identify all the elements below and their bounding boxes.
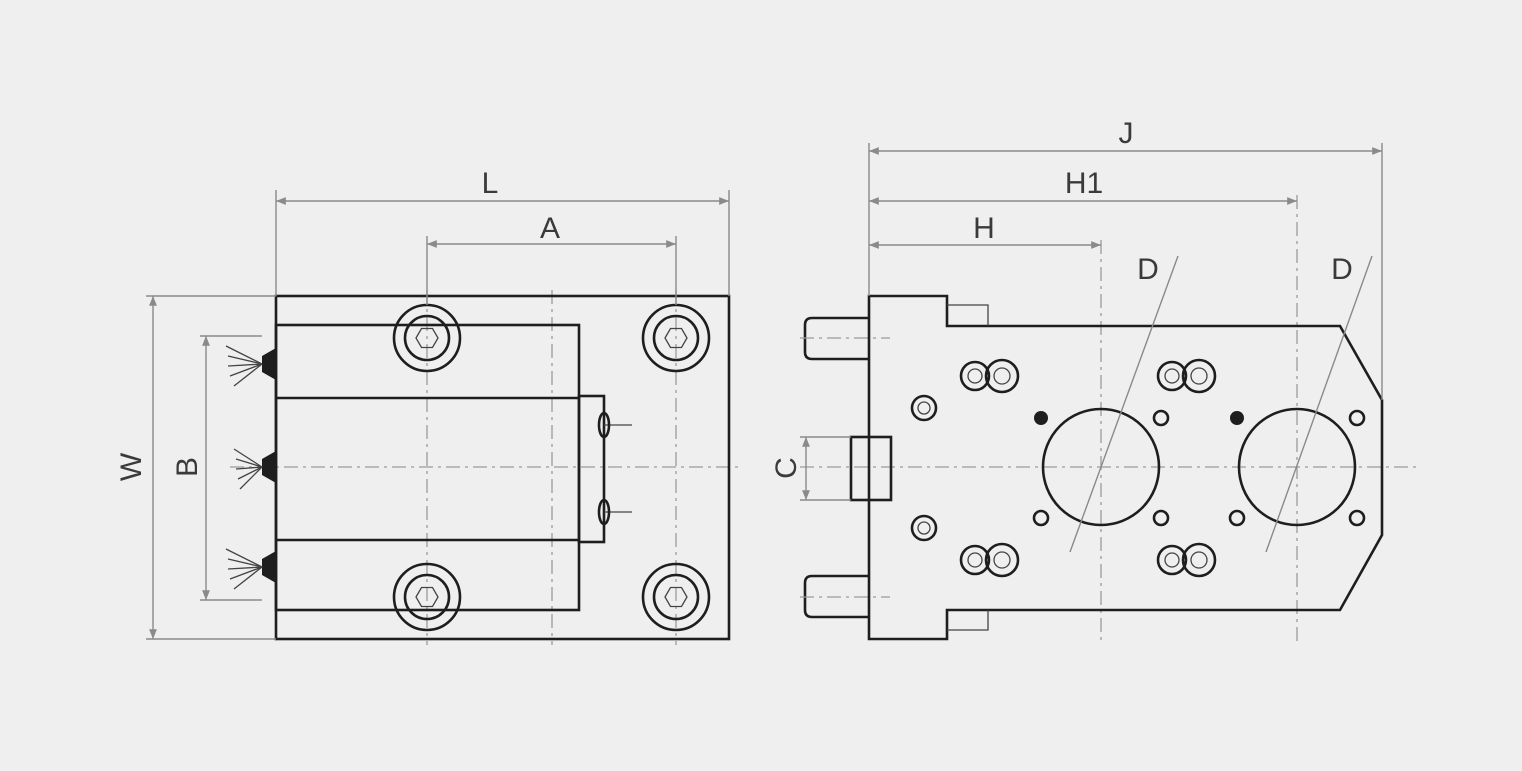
step-detail-top [947,304,989,326]
label-d-2: D [1331,253,1353,286]
small-screw-bottom [910,514,938,542]
clamp-screw-1 [597,411,611,439]
left-view: L A W B [115,167,740,645]
dimension-w [146,295,276,640]
diameter-leader-2 [1265,255,1373,553]
bolt-bottom-right [641,562,711,632]
plug-pair-2 [1156,358,1217,394]
label-c: C [770,457,803,479]
bore-1-holes [1032,409,1170,527]
dimension-c [800,436,851,501]
label-a: A [540,212,560,245]
label-w: W [115,452,148,481]
dimension-l [275,190,730,296]
coolant-nozzle-bottom [225,548,276,590]
coolant-nozzle-middle [233,448,276,490]
coolant-nozzle-top [225,345,276,387]
plug-pair-3 [959,542,1020,578]
step-detail-bottom [947,610,989,631]
bore-1 [1041,407,1161,527]
label-h: H [973,212,995,245]
clamp-screw-2 [597,498,611,526]
label-h1: H1 [1065,167,1103,200]
label-j: J [1119,117,1134,150]
bore-2 [1237,407,1357,527]
small-screw-top [910,394,938,422]
shank-key [849,435,893,502]
dimension-a [426,236,677,305]
plug-pair-4 [1156,542,1217,578]
side-clamp [577,394,606,544]
bore-2-holes [1228,409,1366,527]
plug-pair-1 [959,358,1020,394]
diameter-leader-1 [1069,255,1179,553]
holder-body [867,294,1384,641]
dowel-pin-top [800,316,890,361]
label-b: B [171,457,204,477]
bolt-bottom-left [392,562,462,632]
dowel-pin-bottom [800,574,890,619]
label-l: L [482,167,499,200]
label-d-1: D [1137,253,1159,286]
right-view: J H1 H C D D [770,117,1420,645]
dimension-j [868,143,1383,400]
dimension-b [200,335,262,601]
